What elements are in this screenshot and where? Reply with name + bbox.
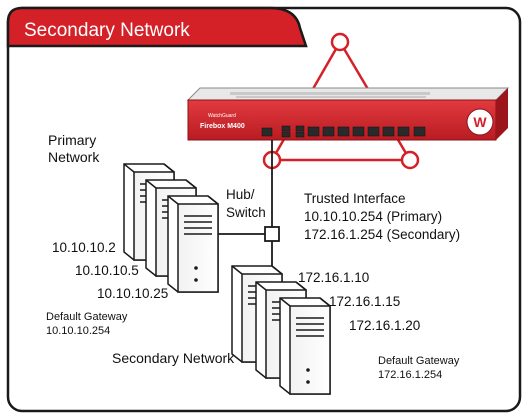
hub-switch-label: Hub/ Switch <box>226 186 266 222</box>
primary-network-label-line2: Network <box>48 149 100 165</box>
firewall-device: W WatchGuard Firebox M400 <box>186 87 510 141</box>
title-banner <box>6 6 308 48</box>
secondary-ip-2: 172.16.1.15 <box>329 294 401 309</box>
secondary-ip-3: 172.16.1.20 <box>349 318 421 333</box>
primary-gateway-ip: 10.10.10.254 <box>46 325 111 337</box>
device-model-text: Firebox M400 <box>200 123 245 130</box>
primary-ip-3: 10.10.10.25 <box>97 286 169 301</box>
secondary-network-label: Secondary Network <box>112 350 235 366</box>
primary-network-label: Primary Network <box>48 132 99 166</box>
connection-lines <box>210 140 273 270</box>
primary-gateway: Default Gateway 10.10.10.254 <box>46 310 127 338</box>
trusted-interface-title: Trusted Interface <box>304 191 406 206</box>
primary-ip-1: 10.10.10.2 <box>52 240 116 255</box>
secondary-gateway-label: Default Gateway <box>378 355 460 367</box>
trusted-interface-secondary: 172.16.1.254 (Secondary) <box>304 227 461 242</box>
secondary-gateway: Default Gateway 172.16.1.254 <box>378 354 459 382</box>
primary-ip-2: 10.10.10.5 <box>75 263 139 278</box>
secondary-ip-1: 172.16.1.10 <box>298 270 370 285</box>
secondary-gateway-ip: 172.16.1.254 <box>378 369 443 381</box>
hub-switch-box <box>264 226 280 242</box>
trusted-interface-label: Trusted Interface 10.10.10.254 (Primary)… <box>304 190 460 244</box>
triangle-node-right <box>400 150 420 170</box>
triangle-node-top <box>330 32 350 52</box>
device-logo-text: WatchGuard <box>208 113 236 119</box>
page-title: Secondary Network <box>24 20 190 41</box>
hub-label-line2: Switch <box>226 205 266 220</box>
hub-label-line1: Hub/ <box>226 187 255 202</box>
logo-mark: W <box>473 114 487 130</box>
primary-network-label-line1: Primary <box>48 132 97 148</box>
trusted-interface-primary: 10.10.10.254 (Primary) <box>304 209 443 224</box>
primary-gateway-label: Default Gateway <box>46 311 128 323</box>
